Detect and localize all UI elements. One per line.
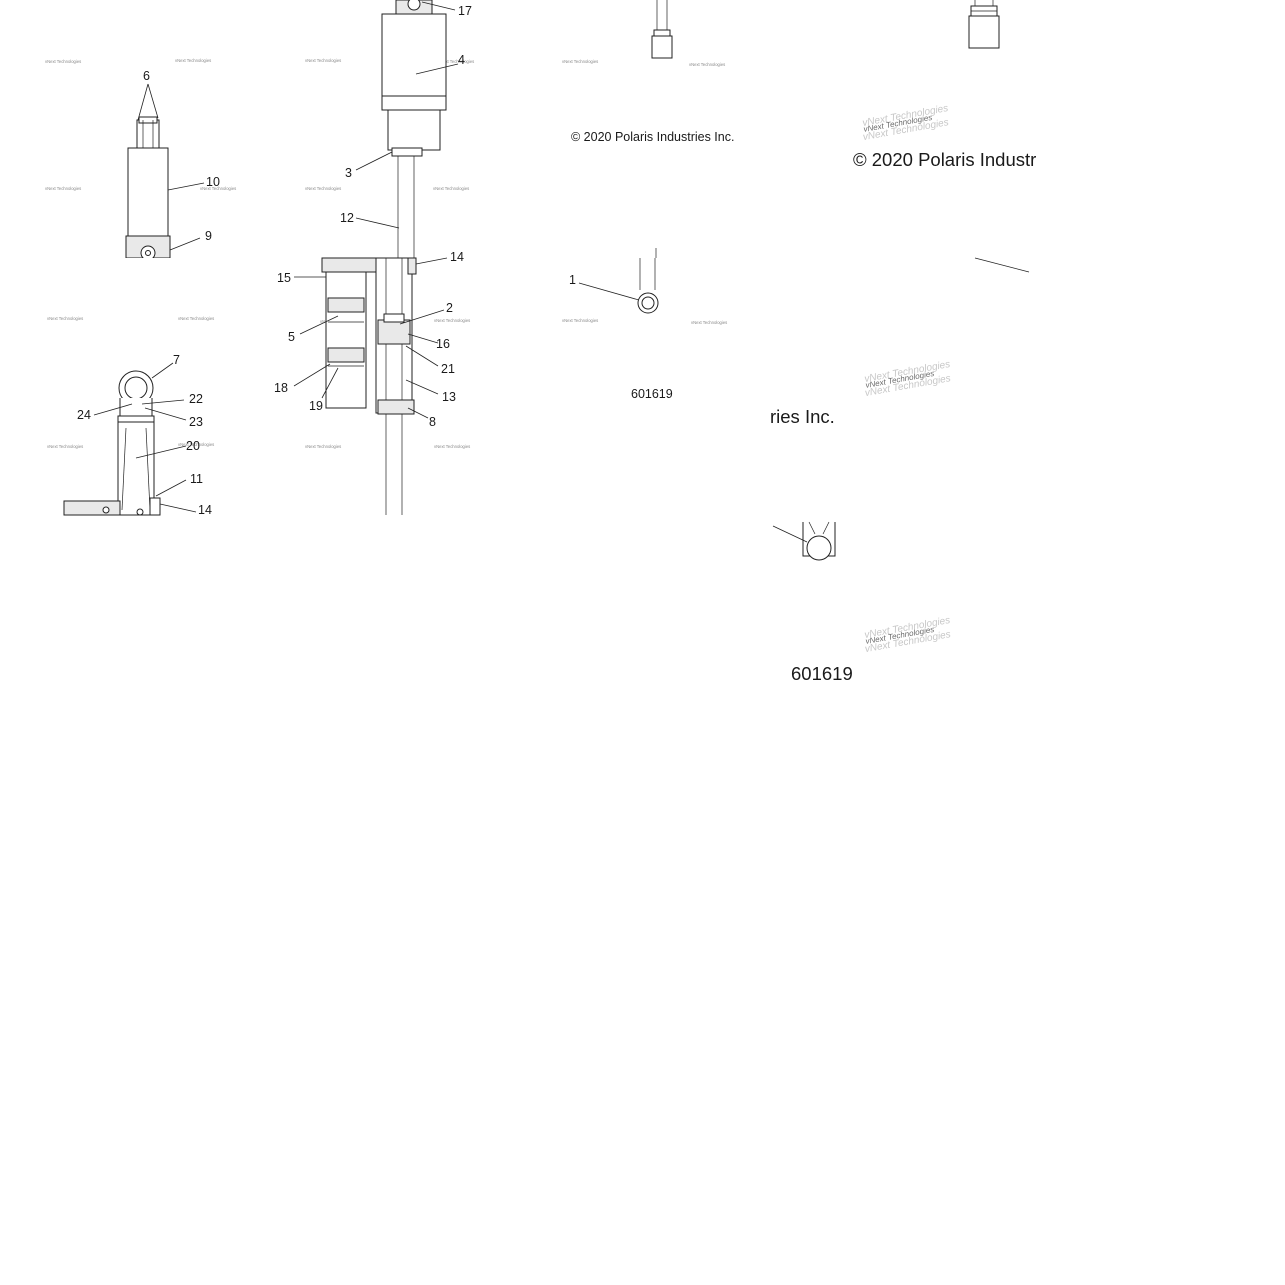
shock-eyelet-zoom: [802, 521, 836, 561]
callout-10: 10: [206, 175, 220, 189]
callout-12: 12: [340, 211, 354, 225]
watermark: vNext Technologies: [562, 59, 598, 64]
callout-14: 14: [450, 250, 464, 264]
figure-id: 601619: [631, 387, 673, 401]
watermark: vNext Technologies: [178, 442, 214, 447]
callout-9: 9: [205, 229, 212, 243]
figure-id-large: 601619: [791, 663, 853, 684]
watermark: vNext Technologies: [178, 316, 214, 321]
watermark: vNext Technologies: [691, 320, 727, 325]
damper-piston-assembly: [321, 257, 417, 515]
callout-1: 1: [569, 273, 576, 287]
watermark: vNext Technologies: [45, 186, 81, 191]
watermark: vNext Technologies: [562, 318, 598, 323]
callout-2: 2: [446, 301, 453, 315]
callout-18: 18: [274, 381, 288, 395]
watermark: vNext Technologies: [200, 186, 236, 191]
copyright-text: © 2020 Polaris Industries Inc.: [571, 130, 734, 144]
shock-eyelet-lower: [63, 370, 161, 516]
diagram-tile-lower-left: vNext Technologies vNext Technologies vN…: [0, 258, 258, 517]
copyright-text-large-tail: ries Inc.: [770, 406, 835, 427]
callout-4: 4: [458, 53, 465, 67]
diagram-tile-upper-right: vNext Technologies vNext Technologies © …: [515, 0, 773, 258]
watermark: vNext Technologies: [45, 59, 81, 64]
callout-21: 21: [441, 362, 455, 376]
watermark-stamp: vNext Technologies vNext Technologies vN…: [864, 615, 952, 655]
diagram-tile-lower-right: vNext Technologies vNext Technologies 1 …: [515, 258, 773, 515]
callout-13: 13: [442, 390, 456, 404]
callout-23: 23: [189, 415, 203, 429]
watermark: vNext Technologies: [305, 186, 341, 191]
callout-8: 8: [429, 415, 436, 429]
shock-rod-end-zoom: [968, 0, 1000, 49]
shock-body-upper: [125, 116, 171, 261]
callout-19: 19: [309, 399, 323, 413]
watermark-stamp: vNext Technologies vNext Technologies vN…: [862, 103, 950, 143]
diagram-tile-lower-middle: vNext Technologies vNext Technologies vN…: [258, 250, 515, 515]
watermark: vNext Technologies: [434, 318, 470, 323]
callout-3: 3: [345, 166, 352, 180]
watermark: vNext Technologies: [434, 444, 470, 449]
diagram-tile-upper-middle: vNext Technologies vNext Technologies vN…: [258, 0, 515, 258]
watermark: vNext Technologies: [438, 59, 474, 64]
watermark: vNext Technologies: [689, 62, 725, 67]
copyright-text-large: © 2020 Polaris Industr: [853, 149, 1036, 170]
callout-11: 11: [190, 472, 203, 486]
shock-eyelet-lower-right: [637, 258, 659, 314]
watermark: vNext Technologies: [305, 58, 341, 63]
callout-14: 14: [198, 503, 212, 517]
watermark: vNext Technologies: [47, 316, 83, 321]
watermark: vNext Technologies: [47, 444, 83, 449]
diagram-tile-zoom-lower: vNext Technologies vNext Technologies vN…: [772, 286, 1029, 700]
shock-eyelet-bottom: [655, 248, 657, 258]
diagram-tile-upper-left: vNext Technologies vNext Technologies vN…: [0, 0, 258, 261]
shock-reservoir-body: [381, 0, 447, 258]
shock-rod-end: [651, 0, 673, 59]
watermark: vNext Technologies: [175, 58, 211, 63]
callout-15: 15: [277, 271, 291, 285]
callout-6: 6: [143, 69, 150, 83]
callout-17: 17: [458, 4, 472, 18]
callout-20: 20: [186, 439, 200, 453]
callout-24: 24: [77, 408, 91, 422]
callout-5: 5: [288, 330, 295, 344]
callout-22: 22: [189, 392, 203, 406]
watermark: vNext Technologies: [433, 186, 469, 191]
callout-16: 16: [436, 337, 450, 351]
watermark: vNext Technologies: [305, 444, 341, 449]
callout-7: 7: [173, 353, 180, 367]
diagram-tile-zoom-upper: vNext Technologies vNext Technologies vN…: [773, 0, 1036, 286]
watermark-stamp: vNext Technologies vNext Technologies vN…: [864, 359, 952, 399]
